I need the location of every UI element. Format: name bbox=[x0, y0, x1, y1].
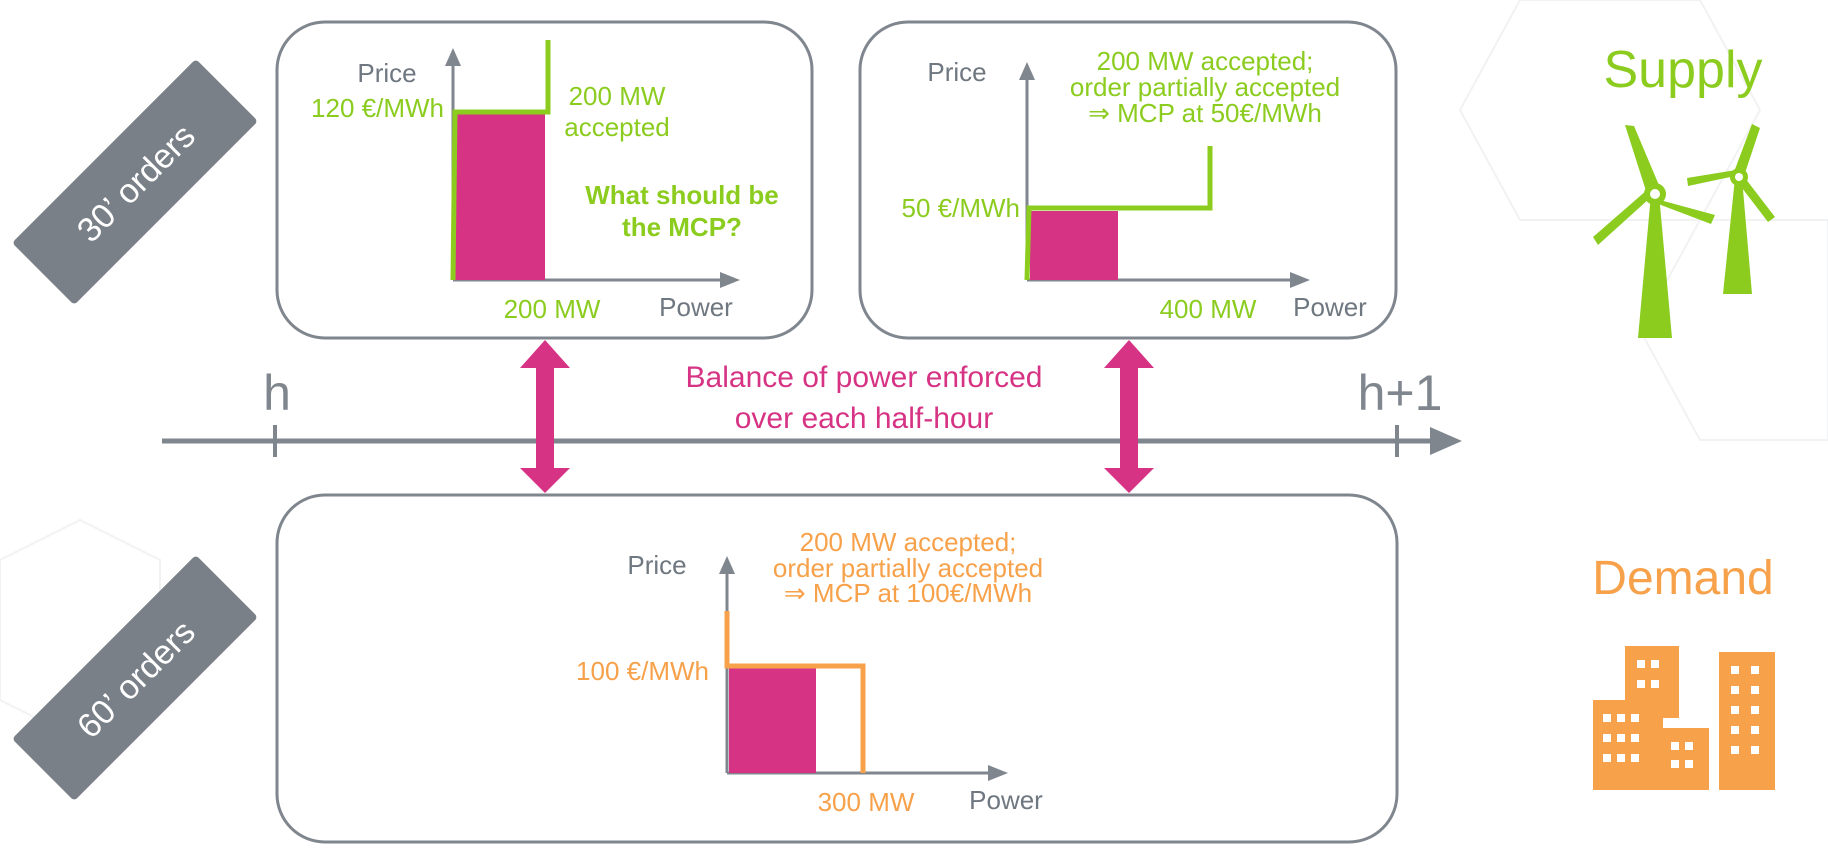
panel-b-price-label: Price bbox=[927, 57, 986, 87]
panel-a-price-label: Price bbox=[357, 58, 416, 88]
panel-a-note-line1: 200 MW bbox=[569, 81, 666, 111]
panel-60-orders-demand: Price 200 MW accepted; order partially a… bbox=[275, 493, 1399, 844]
timeline-arrow bbox=[1430, 427, 1462, 455]
timeline-message-line2: over each half-hour bbox=[735, 402, 994, 435]
panel-30-orders-supply-a: Price 120 €/MWh 200 MW accepted What sho… bbox=[275, 20, 814, 340]
panel-b-power-value: 400 MW bbox=[1160, 294, 1257, 324]
panel-c-x-arrow bbox=[988, 765, 1008, 781]
panel-c-note-line2: order partially accepted bbox=[773, 553, 1043, 583]
panel-a-question-line1: What should be bbox=[585, 180, 779, 210]
panel-c-price-label: Price bbox=[627, 550, 686, 580]
timeline-end-label: h+1 bbox=[1358, 365, 1443, 421]
panel-b-note-line1: 200 MW accepted; bbox=[1097, 46, 1314, 76]
panel-c-power-value: 300 MW bbox=[818, 787, 915, 817]
panel-c-power-label: Power bbox=[969, 785, 1043, 815]
legend-demand: Demand bbox=[1592, 552, 1775, 790]
panel-b-price-value: 50 €/MWh bbox=[902, 193, 1021, 223]
panel-b-accepted-block bbox=[1030, 211, 1118, 280]
panel-a-accepted-block bbox=[455, 112, 545, 280]
panel-c-price-value: 100 €/MWh bbox=[576, 656, 709, 686]
timeline: h h+1 Balance of power enforced over eac… bbox=[162, 361, 1462, 457]
panel-b-supply-curve bbox=[1024, 146, 1213, 281]
panel-c-y-arrow bbox=[719, 556, 735, 574]
panel-b-x-arrow bbox=[1290, 272, 1310, 288]
balance-arrow-left bbox=[520, 340, 570, 493]
panel-b-note-line2: order partially accepted bbox=[1070, 72, 1340, 102]
timeline-message-line1: Balance of power enforced bbox=[686, 361, 1043, 394]
panel-b-note-line3: ⇒ MCP at 50€/MWh bbox=[1088, 98, 1322, 128]
buildings-icon bbox=[1593, 646, 1775, 790]
panel-c-accepted-block bbox=[729, 668, 816, 773]
panel-a-y-arrow bbox=[445, 48, 461, 66]
band-30-orders: 30’ orders bbox=[13, 60, 257, 304]
timeline-start-label: h bbox=[263, 365, 291, 421]
panel-b-frame bbox=[858, 20, 1398, 340]
panel-a-x-arrow bbox=[720, 272, 740, 288]
panel-c-note-line1: 200 MW accepted; bbox=[800, 527, 1017, 557]
panel-b-y-arrow bbox=[1019, 62, 1035, 80]
panel-a-question-line2: the MCP? bbox=[622, 212, 742, 242]
panel-b-power-label: Power bbox=[1293, 292, 1367, 322]
panel-c-demand-curve bbox=[724, 611, 866, 773]
panel-a-note-line2: accepted bbox=[564, 112, 670, 142]
panel-a-power-label: Power bbox=[659, 292, 733, 322]
band-60-orders: 60’ orders bbox=[13, 556, 257, 800]
panel-c-note-line3: ⇒ MCP at 100€/MWh bbox=[784, 578, 1032, 608]
wind-turbine-icon bbox=[1593, 124, 1775, 338]
balance-arrow-right bbox=[1104, 340, 1154, 493]
supply-label: Supply bbox=[1604, 41, 1763, 99]
legend-supply: Supply bbox=[1593, 41, 1775, 338]
demand-label: Demand bbox=[1592, 552, 1773, 605]
panel-a-price-value: 120 €/MWh bbox=[311, 93, 444, 123]
panel-a-power-value: 200 MW bbox=[504, 294, 601, 324]
panel-a-supply-curve bbox=[450, 40, 551, 281]
panel-30-orders-supply-b: Price 200 MW accepted; order partially a… bbox=[858, 20, 1398, 340]
